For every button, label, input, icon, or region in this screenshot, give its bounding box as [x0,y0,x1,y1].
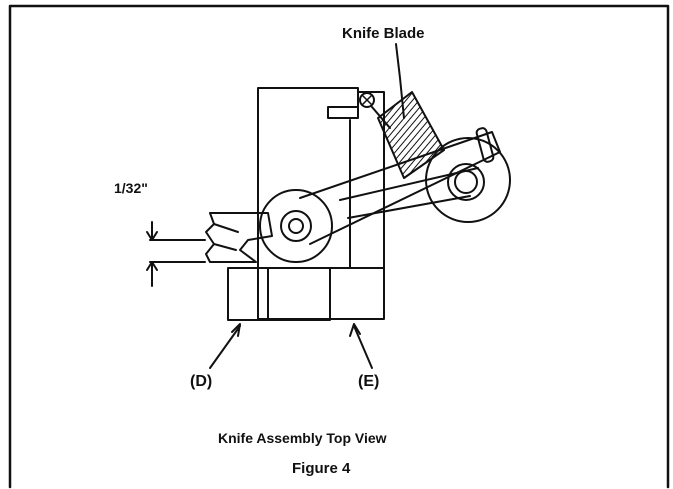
arm [299,131,501,245]
knife-blade-label: Knife Blade [342,25,425,42]
part-e-label: (E) [358,373,380,390]
screw-top [359,92,375,108]
leader-d [209,325,241,369]
part-e-block [267,267,331,321]
left-jaw [205,212,273,263]
figure-frame [8,4,670,489]
part-d-block [227,267,269,321]
small-wheel-hub [280,210,312,242]
main-block [257,87,385,320]
part-d-label: (D) [190,373,213,390]
figure-caption: Knife Assembly Top View [218,430,387,446]
dimension-label: 1/32" [114,180,148,196]
figure-number: Figure 4 [292,460,351,477]
small-wheel [259,189,333,263]
arm-slot [475,127,495,163]
knife-blade [377,91,445,179]
leader-e [353,325,373,369]
large-wheel-hub [447,163,485,201]
blade-leader [395,43,405,119]
